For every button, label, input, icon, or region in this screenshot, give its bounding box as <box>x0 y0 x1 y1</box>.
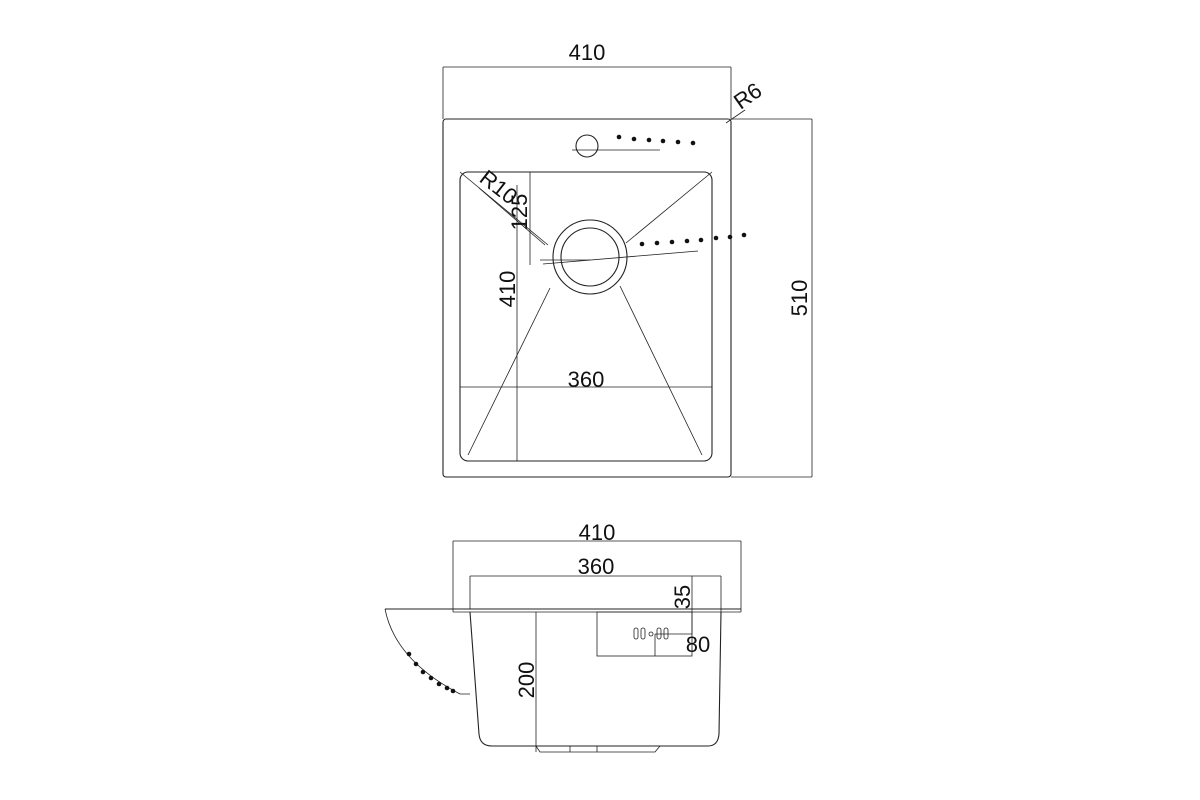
overflow-slots <box>633 627 669 640</box>
overflow-height-label: 80 <box>686 632 710 657</box>
drain-dotted-indicator <box>639 232 747 247</box>
bowl-depth-label: 200 <box>514 662 539 699</box>
side-bowl-width-label: 360 <box>578 554 615 579</box>
flange-depth-label: 35 <box>670 585 695 609</box>
drain-inner <box>560 227 620 287</box>
plan-width-label: 410 <box>569 40 606 65</box>
plan-height-label: 510 <box>787 280 812 317</box>
sink-outline <box>442 118 732 478</box>
drain-offset-label: 125 <box>507 194 532 231</box>
bowl-length-label: 410 <box>495 271 520 308</box>
bowl-outline <box>459 171 713 462</box>
rotation-arc <box>384 608 470 695</box>
drain-outer <box>552 219 628 295</box>
tap-hole <box>575 134 599 158</box>
corner-radius-label: R6 <box>729 78 766 115</box>
bowl-width-label: 360 <box>568 367 605 392</box>
rotation-dotted-indicator <box>406 651 456 694</box>
side-view: 410 360 35 80 200 <box>384 520 742 753</box>
plan-view: 410 510 R6 R10 125 410 360 <box>442 40 813 478</box>
tap-dotted-indicator <box>616 134 696 146</box>
bowl-side-profile <box>469 611 722 747</box>
side-width-label: 410 <box>579 520 616 545</box>
